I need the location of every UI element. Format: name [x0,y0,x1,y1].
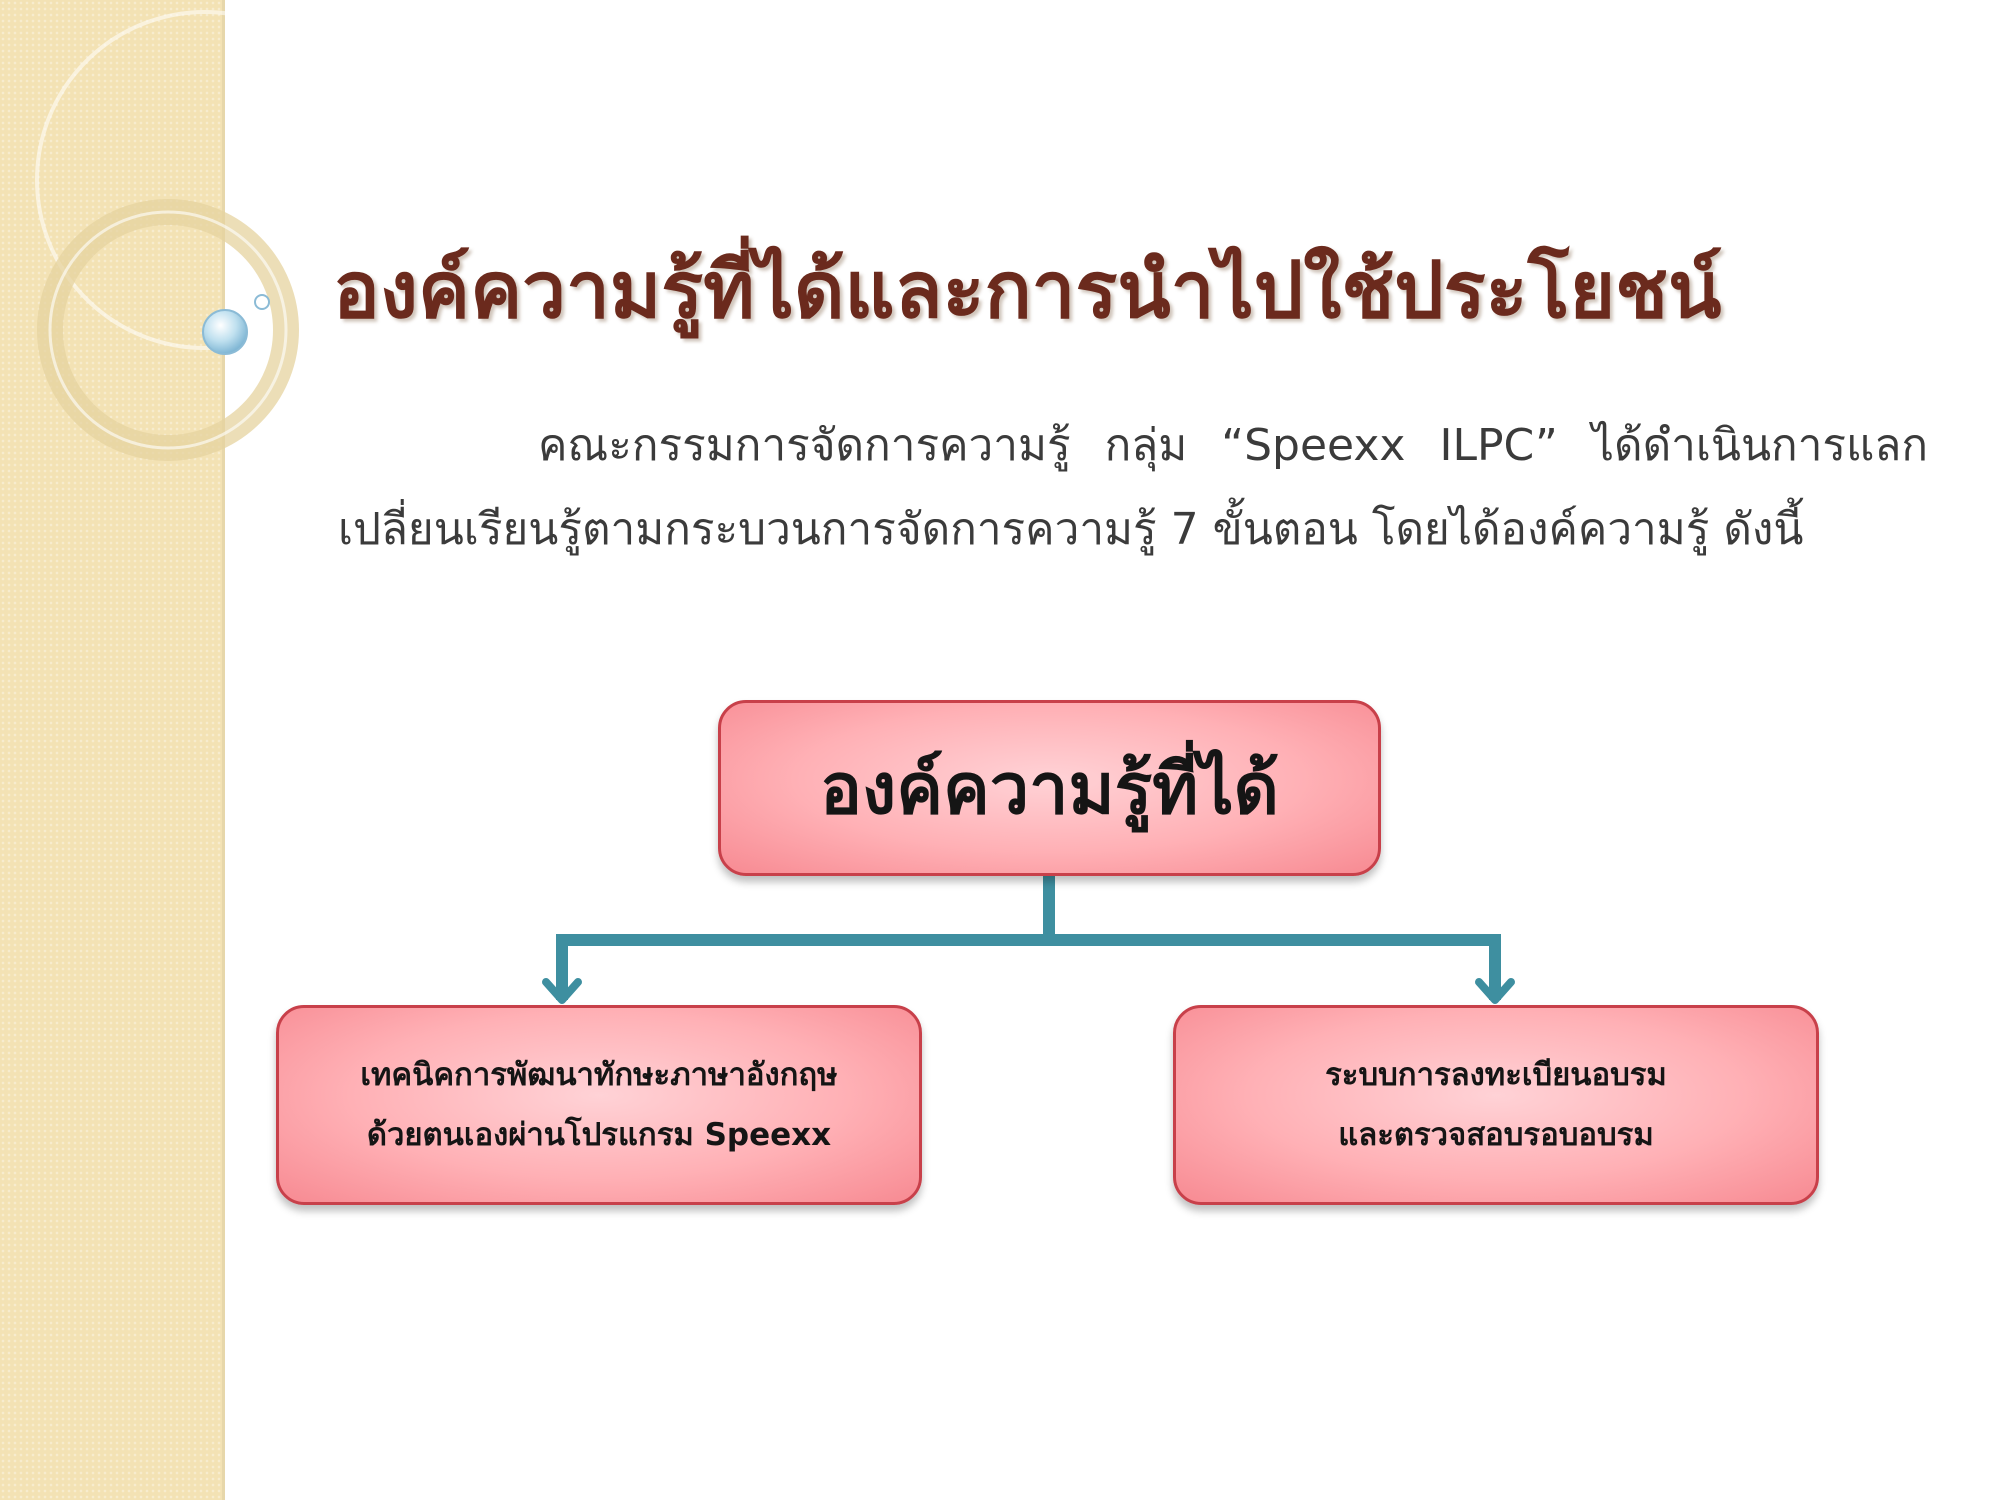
root-box: องค์ความรู้ที่ได้ [718,700,1381,876]
deco-bubble-small [254,294,270,310]
page-title: องค์ความรู้ที่ได้และการนำไปใช้ประโยชน์ [333,246,1722,336]
side-band-edge [222,0,225,1500]
child-left-line1: เทคนิคการพัฒนาทักษะภาษาอังกฤษ [360,1057,838,1093]
arrow-left-head [542,978,582,1004]
child-right-line1: ระบบการลงทะเบียนอบรม [1325,1057,1667,1093]
child-box-self-study: เทคนิคการพัฒนาทักษะภาษาอังกฤษ ด้วยตนเองผ… [276,1005,922,1205]
child-left-line2: ด้วยตนเองผ่านโปรแกรม Speexx [366,1117,832,1153]
child-right-line2: และตรวจสอบรอบอบรม [1338,1117,1654,1153]
child-box-registration: ระบบการลงทะเบียนอบรม และตรวจสอบรอบอบรม [1173,1005,1819,1205]
intro-paragraph: คณะกรรมการจัดการความรู้ กลุ่ม “Speexx IL… [338,420,1928,555]
arrow-right-head [1475,978,1515,1004]
side-band [0,0,222,1500]
root-label: องค์ความรู้ที่ได้ [819,747,1280,830]
